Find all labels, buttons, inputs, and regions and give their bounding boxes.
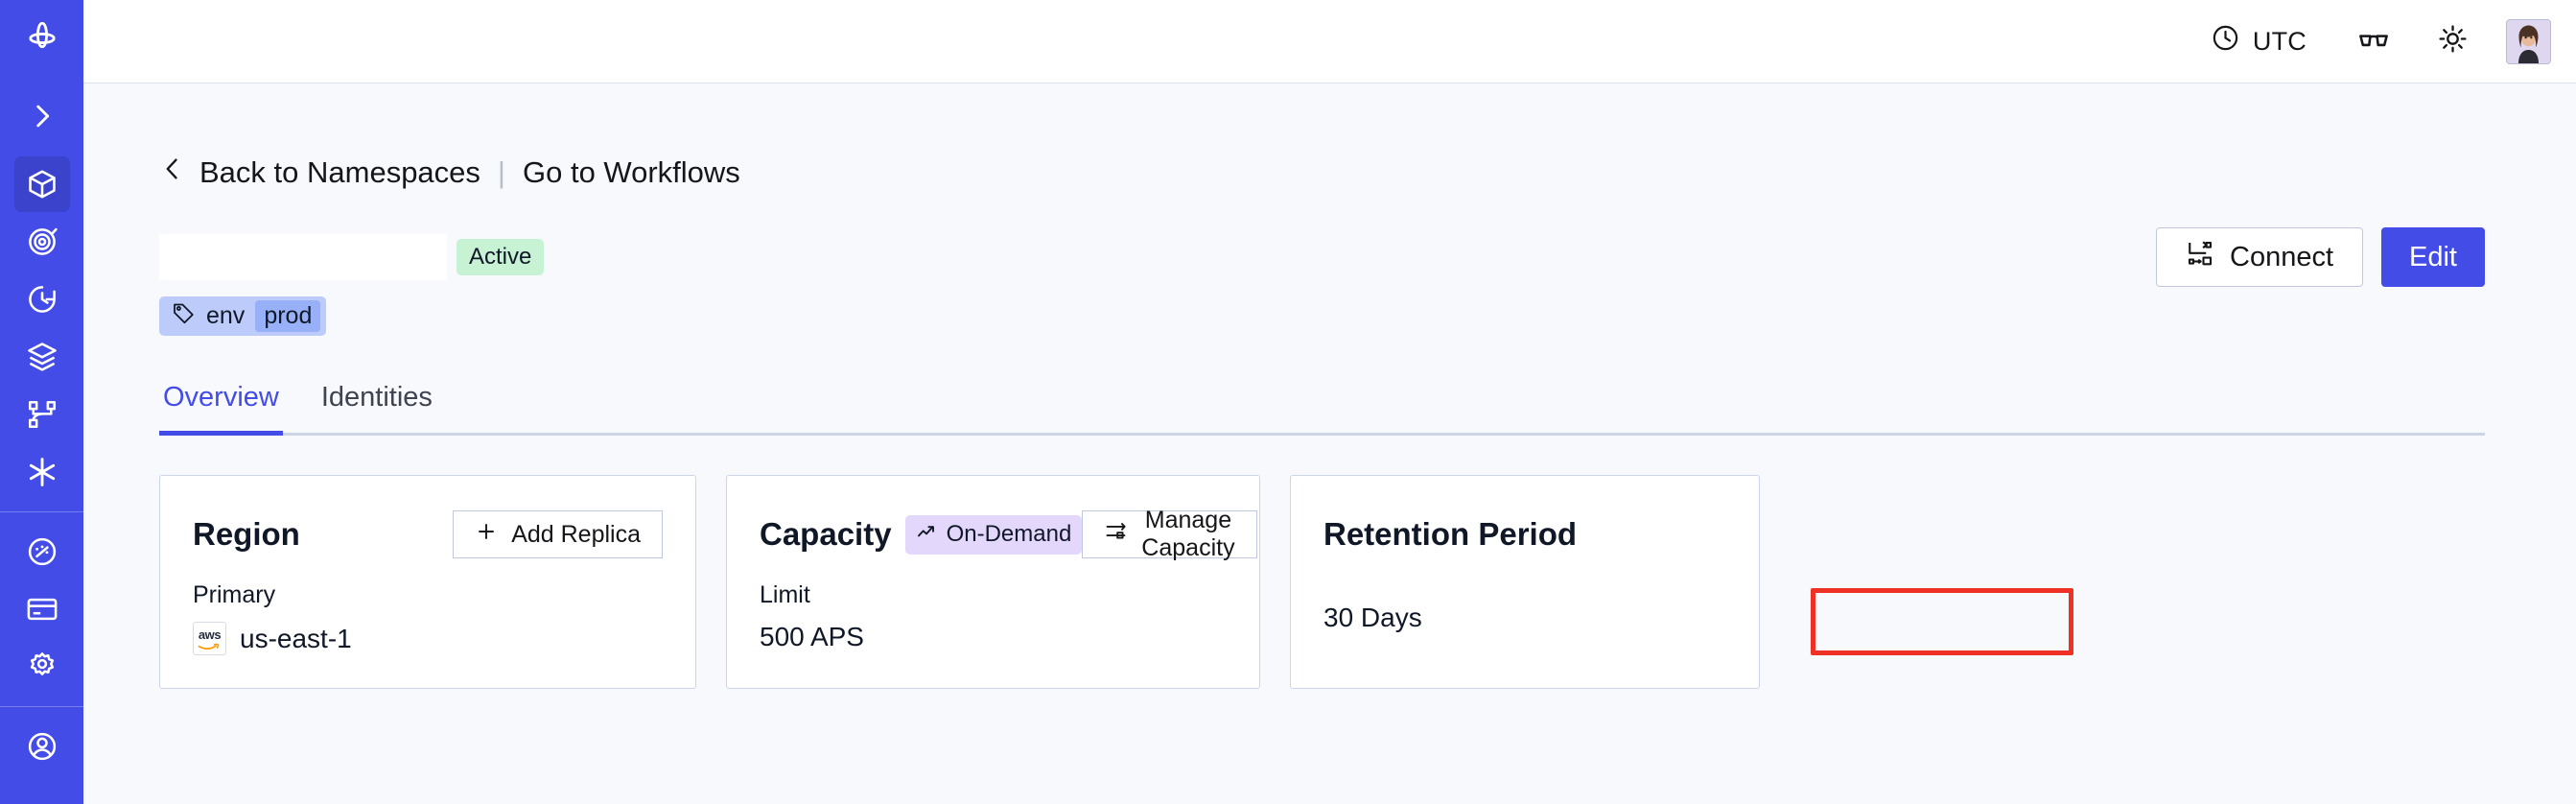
page-title	[159, 234, 447, 280]
glasses-button[interactable]	[2349, 16, 2399, 66]
clock-arrow-icon	[25, 282, 59, 317]
capacity-limit-value: 500 APS	[760, 622, 864, 651]
asterisk-icon	[25, 455, 59, 489]
theme-toggle-button[interactable]	[2427, 16, 2477, 66]
avatar[interactable]	[2506, 18, 2551, 64]
tag-key: env	[206, 302, 246, 329]
retention-card-header: Retention Period	[1323, 505, 1726, 564]
timezone-label: UTC	[2252, 26, 2307, 56]
add-replica-label: Add Replica	[511, 520, 641, 548]
sidebar-item-task-queues[interactable]	[14, 387, 70, 442]
timezone-selector[interactable]: UTC	[2211, 23, 2307, 59]
chevron-left-icon[interactable]	[159, 153, 186, 193]
sidebar-item-schedules[interactable]	[14, 272, 70, 327]
capacity-mode-badge: On-Demand	[904, 514, 1083, 555]
region-card: Region Add Replica	[159, 475, 696, 689]
namespace-tags: env prod	[159, 296, 2485, 336]
nodes-graph-icon	[25, 397, 59, 432]
breadcrumb: Back to Namespaces | Go to Workflows	[159, 153, 2485, 193]
retention-card-title: Retention Period	[1323, 516, 1578, 552]
manage-capacity-label: Manage Capacity	[1141, 507, 1235, 561]
region-card-header: Region Add Replica	[193, 505, 663, 564]
capacity-card-title: Capacity	[760, 516, 892, 552]
sidebar-expand-button[interactable]	[0, 77, 83, 155]
add-replica-button[interactable]: Add Replica	[453, 510, 663, 558]
retention-value: 30 Days	[1323, 603, 1422, 632]
temporal-logo-button[interactable]	[0, 0, 83, 77]
tab-bar: Overview Identities	[159, 382, 2485, 436]
sidebar-nav-tertiary	[0, 718, 83, 775]
capacity-mode-label: On-Demand	[946, 521, 1072, 547]
trending-up-icon	[916, 520, 939, 550]
region-primary-value-row: aws us-east-1	[193, 622, 663, 655]
capacity-card: Capacity On-Demand	[726, 475, 1260, 689]
namespace-title-row: Active	[159, 227, 2485, 287]
region-primary-value: us-east-1	[240, 623, 352, 653]
tag-icon	[172, 301, 196, 332]
breadcrumb-workflows-link[interactable]: Go to Workflows	[522, 155, 740, 189]
edit-button-label: Edit	[2409, 241, 2457, 272]
sidebar-item-settings[interactable]	[14, 639, 70, 695]
sidebar-nav-secondary	[0, 523, 83, 696]
sidebar-item-usage[interactable]	[14, 524, 70, 579]
glasses-icon	[2357, 23, 2390, 60]
status-badge: Active	[457, 239, 545, 275]
sidebar-item-batch-operations[interactable]	[14, 329, 70, 385]
sidebar-item-account[interactable]	[14, 719, 70, 774]
capacity-limit-label: Limit	[760, 581, 810, 608]
tag-env[interactable]: env prod	[159, 296, 327, 336]
chevron-right-icon	[26, 100, 59, 132]
page-content: Back to Namespaces | Go to Workflows Act…	[83, 83, 2576, 804]
gauge-icon	[25, 534, 59, 569]
connect-button[interactable]: Connect	[2156, 227, 2364, 287]
region-primary-label: Primary	[193, 581, 276, 608]
credit-card-icon	[25, 592, 59, 627]
header-actions: Connect Edit	[2156, 227, 2485, 287]
cube-icon	[25, 167, 59, 201]
connect-icon	[2186, 239, 2214, 275]
eye-spiral-icon	[25, 225, 59, 259]
breadcrumb-back-link[interactable]: Back to Namespaces	[199, 155, 480, 189]
tab-identities[interactable]: Identities	[320, 382, 433, 413]
tab-overview[interactable]: Overview	[159, 382, 283, 436]
clock-icon	[2211, 23, 2240, 59]
sidebar-item-nexus[interactable]	[14, 444, 70, 500]
connect-button-label: Connect	[2230, 241, 2334, 272]
user-circle-icon	[25, 729, 59, 764]
aws-logo-icon: aws	[193, 622, 226, 655]
sidebar-item-namespaces[interactable]	[13, 156, 70, 212]
sidebar-nav-primary	[0, 155, 83, 501]
manage-capacity-button[interactable]: Manage Capacity	[1082, 507, 1257, 561]
sliders-icon	[1104, 519, 1128, 550]
region-card-title: Region	[193, 516, 300, 552]
plus-icon	[475, 520, 498, 550]
breadcrumb-separator: |	[497, 155, 505, 189]
primary-sidebar	[0, 0, 83, 804]
overview-cards: Region Add Replica	[159, 475, 2485, 689]
tag-value: prod	[255, 300, 321, 332]
sidebar-divider-1	[0, 511, 83, 512]
temporal-logo-icon	[22, 18, 62, 59]
gear-icon	[25, 650, 59, 684]
capacity-card-header: Capacity On-Demand	[760, 505, 1257, 564]
main-area: UTC	[83, 0, 2576, 804]
sidebar-item-workflows[interactable]	[14, 214, 70, 270]
edit-button[interactable]: Edit	[2381, 227, 2485, 287]
aws-logo-text: aws	[198, 627, 222, 642]
layers-icon	[25, 340, 59, 374]
top-bar: UTC	[83, 0, 2576, 83]
sidebar-item-billing[interactable]	[14, 581, 70, 637]
sidebar-divider-2	[0, 706, 83, 707]
sun-icon	[2437, 23, 2469, 59]
retention-card: Retention Period 30 Days	[1290, 475, 1760, 689]
